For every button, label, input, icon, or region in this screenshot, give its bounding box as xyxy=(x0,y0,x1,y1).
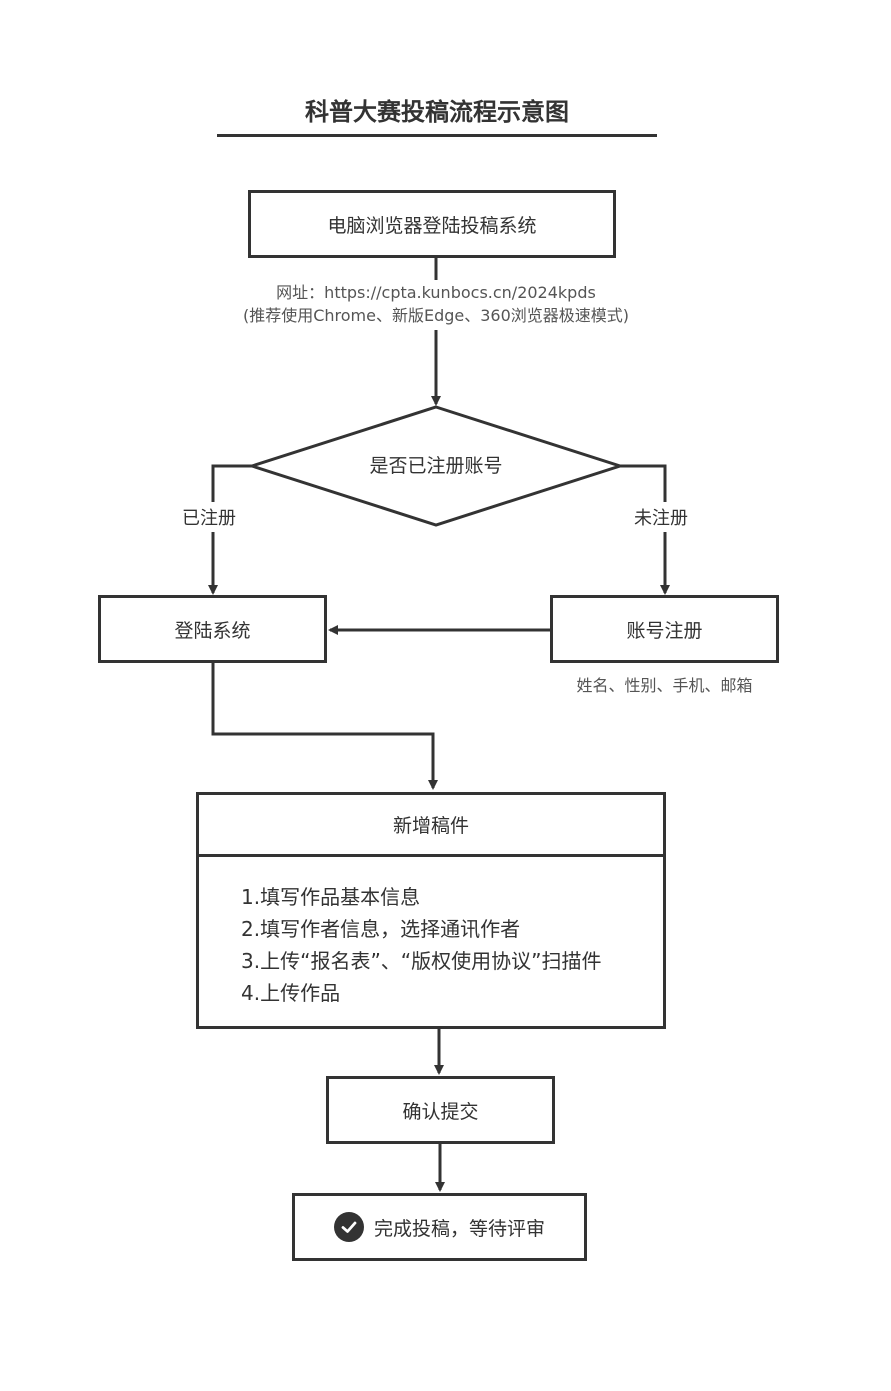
connector-login-draft xyxy=(211,663,438,790)
new-draft-node: 新增稿件 1.填写作品基本信息 2.填写作者信息，选择通讯作者 3.上传“报名表… xyxy=(196,792,666,1029)
draft-step: 2.填写作者信息，选择通讯作者 xyxy=(241,917,521,941)
draft-steps-list: 1.填写作品基本信息 2.填写作者信息，选择通讯作者 3.上传“报名表”、“版权… xyxy=(199,857,663,1009)
confirm-node: 确认提交 xyxy=(326,1076,555,1144)
register-node: 账号注册 xyxy=(550,595,779,663)
check-circle-icon xyxy=(333,1212,364,1242)
connector-not-registered-upper xyxy=(620,464,667,502)
draft-step: 1.填写作品基本信息 xyxy=(241,885,421,909)
start-node: 电脑浏览器登陆投稿系统 xyxy=(248,190,616,258)
browser-note: (推荐使用Chrome、新版Edge、360浏览器极速模式) xyxy=(242,306,630,325)
decision-diamond xyxy=(247,405,625,527)
done-text: 完成投稿，等待评审 xyxy=(373,1217,545,1240)
title-underline xyxy=(217,134,657,137)
diagram-title: 科普大赛投稿流程示意图 xyxy=(305,98,569,126)
register-fields-note: 姓名、性别、手机、邮箱 xyxy=(576,676,753,695)
url-note: 网址：https://cpta.kunbocs.cn/2024kpds xyxy=(276,283,596,302)
new-draft-header: 新增稿件 xyxy=(199,795,663,857)
login-node: 登陆系统 xyxy=(98,595,327,663)
connector-registered-upper xyxy=(211,464,252,502)
draft-step: 4.上传作品 xyxy=(241,981,341,1005)
decision-text: 是否已注册账号 xyxy=(369,455,503,477)
edge-label-registered: 已注册 xyxy=(180,504,238,530)
edge-label-not-registered: 未注册 xyxy=(632,504,690,530)
done-node: 完成投稿，等待评审 xyxy=(292,1193,587,1261)
draft-step: 3.上传“报名表”、“版权使用协议”扫描件 xyxy=(241,949,602,973)
